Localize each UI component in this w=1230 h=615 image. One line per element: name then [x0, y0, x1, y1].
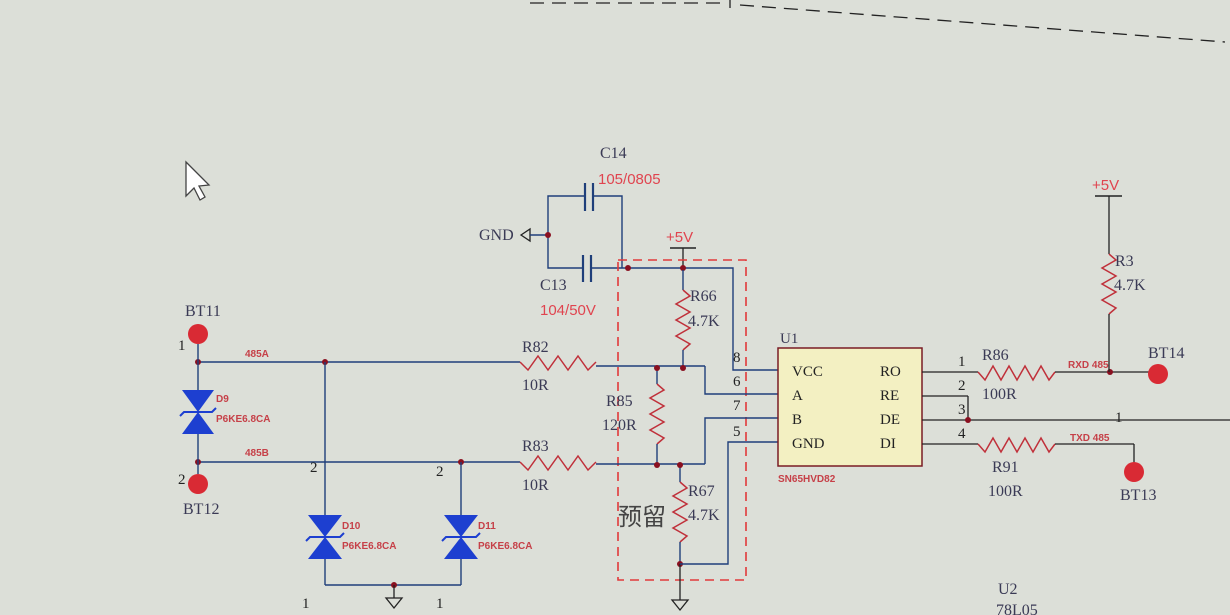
u1-pin-di: DI [880, 436, 896, 452]
u1-pin-ro: RO [880, 364, 901, 380]
capacitor-c14: C14 105/0805 [547, 145, 661, 268]
u2-part: 78L05 [996, 602, 1038, 615]
u1-left-wiring: 8 6 7 5 [680, 267, 778, 565]
mouse-cursor-icon [185, 160, 211, 201]
r82-label: R82 [522, 339, 549, 356]
r86-label: R86 [982, 347, 1009, 364]
u1-pin-8: 8 [733, 350, 741, 366]
resistor-r67: R67 4.7K [671, 465, 720, 562]
u1-pin-7: 7 [733, 398, 741, 414]
bt12-label: BT12 [183, 501, 219, 518]
d11-pin-top: 2 [436, 464, 444, 480]
r86-value: 100R [982, 386, 1017, 403]
bt12-pin: 2 [178, 472, 186, 488]
u1-pin-b: B [792, 412, 802, 428]
c14-label: C14 [600, 145, 627, 162]
r67-value: 4.7K [688, 507, 720, 524]
r66-value: 4.7K [688, 313, 720, 330]
r3-label: R3 [1115, 253, 1134, 270]
u1-pin-a: A [792, 388, 803, 404]
u2-label: U2 [998, 581, 1018, 598]
u1-pin-vcc: VCC [792, 364, 823, 380]
d10-pin-top: 2 [310, 460, 318, 476]
ground-symbol-middle [670, 561, 690, 612]
tvs-diode-d9: D9 P6KE6.8CA [179, 362, 270, 462]
u1-pin-gnd: GND [792, 436, 825, 452]
r91-value: 100R [988, 483, 1023, 500]
u1-pin-4: 4 [958, 426, 966, 442]
d11-pin-bottom: 1 [436, 596, 444, 612]
d10-label: D10 [342, 521, 361, 532]
c14-value: 105/0805 [598, 171, 661, 188]
r83-label: R83 [522, 438, 549, 455]
u1-pin-1: 1 [958, 354, 966, 370]
d10-pin-bottom: 1 [302, 596, 310, 612]
bt13-label: BT13 [1120, 487, 1156, 504]
r85-label: R85 [606, 393, 633, 410]
tvs-diode-d11: D11 P6KE6.8CA 2 1 [436, 462, 532, 612]
u1-pin-5: 5 [733, 424, 741, 440]
net-rxd-label: RXD 485 [1068, 360, 1109, 371]
bt11-pin: 1 [178, 338, 186, 354]
resistor-r86: R86 100R RXD 485 [977, 347, 1158, 403]
u1-right-wiring: 1 2 3 4 1 [922, 354, 1230, 445]
sheet-border-dashed [530, 0, 1226, 43]
gnd-port: GND [479, 227, 551, 244]
reserve-label: 预留 [618, 503, 666, 531]
u1-label: U1 [780, 331, 798, 347]
bt14-label: BT14 [1148, 345, 1184, 362]
vcc-symbol-right: +5V [1092, 177, 1122, 240]
c13-value: 104/50V [540, 302, 596, 319]
d9-label: D9 [216, 394, 229, 405]
r67-label: R67 [688, 483, 715, 500]
ground-symbol-left [325, 582, 461, 610]
u1-pin-de: DE [880, 412, 900, 428]
ic-u1: U1 SN65HVD82 VCC A B GND RO RE DE DI [777, 331, 923, 485]
tvs-diode-d10: D10 P6KE6.8CA 2 1 [302, 362, 396, 612]
c13-label: C13 [540, 277, 567, 294]
r66-label: R66 [690, 288, 717, 305]
net-b-label: 485B [245, 448, 269, 459]
u1-pin-3: 3 [958, 402, 966, 418]
vcc-symbol-middle: +5V [625, 229, 696, 271]
r3-value: 4.7K [1114, 277, 1146, 294]
r82-value: 10R [522, 377, 549, 394]
ic-u2: U2 78L05 [996, 581, 1038, 615]
r91-label: R91 [992, 459, 1019, 476]
r85-value: 120R [602, 417, 637, 434]
edge-pin-1: 1 [1115, 410, 1123, 426]
u1-pin-6: 6 [733, 374, 741, 390]
gnd-port-label: GND [479, 227, 514, 244]
resistor-r83: R83 10R [519, 438, 705, 494]
u1-pin-re: RE [880, 388, 899, 404]
net-a-label: 485A [245, 349, 269, 360]
net-a-line: 485A [195, 349, 520, 365]
d9-part: P6KE6.8CA [216, 414, 270, 425]
resistor-r82: R82 10R [519, 339, 705, 394]
d11-part: P6KE6.8CA [478, 541, 532, 552]
testpoint-bt12: BT12 2 [178, 462, 219, 518]
net-b-line: 485B [195, 448, 520, 465]
testpoint-bt13: BT13 [1120, 462, 1156, 504]
u1-part: SN65HVD82 [778, 474, 836, 485]
vcc-middle-label: +5V [666, 229, 693, 246]
capacitor-c13: C13 104/50V [540, 232, 688, 319]
resistor-r85: R85 120R [602, 368, 666, 465]
bt11-label: BT11 [185, 303, 221, 320]
net-txd-label: TXD 485 [1070, 433, 1110, 444]
resistor-r66: R66 4.7K [674, 270, 720, 368]
reserve-box [617, 259, 747, 581]
testpoint-bt14: BT14 [1148, 345, 1184, 384]
u1-pin-2: 2 [958, 378, 966, 394]
resistor-r3: R3 4.7K [1100, 240, 1146, 372]
d10-part: P6KE6.8CA [342, 541, 396, 552]
d11-label: D11 [478, 521, 496, 532]
r83-value: 10R [522, 477, 549, 494]
vcc-right-label: +5V [1092, 177, 1119, 194]
resistor-r91: R91 100R TXD 485 [977, 433, 1135, 500]
testpoint-bt11: BT11 1 [178, 303, 221, 362]
